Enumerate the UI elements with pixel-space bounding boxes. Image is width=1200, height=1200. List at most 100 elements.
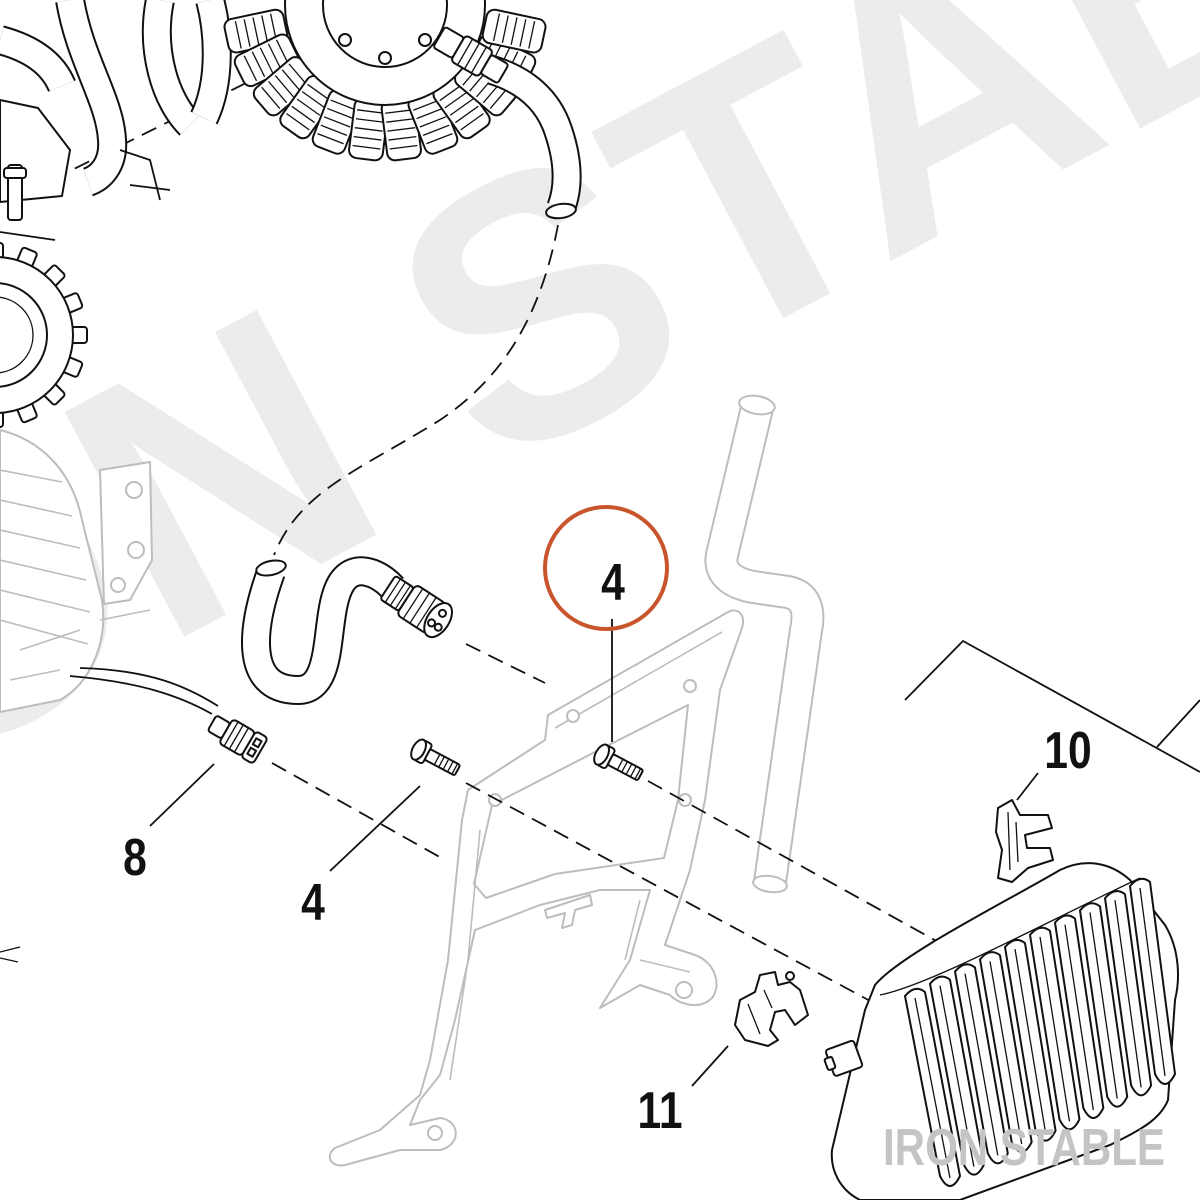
bolt-threads: [616, 758, 642, 780]
stator-coil-turn: [267, 43, 282, 70]
voltage-regulator: [823, 862, 1179, 1200]
bracket-hole: [675, 981, 693, 999]
stator-coil-turn: [388, 135, 417, 141]
stator-coil-turn: [356, 109, 385, 114]
stator-hose-lower-end: [255, 559, 287, 577]
stator-coil-turn: [353, 135, 382, 141]
stator-coil-turn: [385, 109, 414, 114]
engine-hose-fill: [57, 0, 126, 195]
mounting-bracket: [328, 394, 825, 1167]
group-bracket-line: [1156, 699, 1200, 748]
stator-coil-turn: [519, 19, 527, 47]
crankcase-cover: [99, 461, 153, 605]
stator-coil-turn: [307, 83, 331, 102]
stator-coil: [481, 8, 547, 54]
bolt-head-face: [410, 738, 427, 761]
regulator-tab-latch: [823, 1056, 837, 1071]
bracket-hole: [683, 679, 697, 693]
bracket-hole: [427, 1125, 443, 1141]
three-pin-connector: [380, 575, 453, 639]
clip-lower-body: [734, 971, 809, 1047]
gear-hub: [0, 282, 48, 388]
regulator-fin-groove: [1089, 912, 1118, 1099]
stator-coil-turn: [261, 86, 281, 109]
crankcase-detail: [9, 609, 151, 681]
connector-body-ridges: [402, 588, 437, 628]
engine-crankcase-context: [0, 429, 153, 963]
callout-clip-upper: 10: [1044, 722, 1091, 780]
stator-wire: [433, 26, 582, 220]
engine-hose-fill: [0, 27, 74, 92]
stator-coil-turn: [274, 75, 294, 98]
wire-connector-assembly: [69, 667, 268, 764]
wire-plug-pin: [251, 737, 263, 749]
wire-lead: [79, 667, 219, 707]
bolt-assembly-line: [647, 780, 941, 944]
stator-coil-turn: [296, 98, 321, 116]
bracket-hole: [566, 709, 580, 723]
wire-plug: [207, 715, 268, 764]
leader-line-10: [1016, 772, 1039, 801]
callout-clip-lower: 11: [637, 1082, 682, 1140]
bracket-hole: [678, 793, 692, 807]
engine-top-context: [0, 0, 232, 241]
regulator-fins: [904, 877, 1176, 1187]
stator-wire-lower: [241, 556, 453, 706]
regulator-fin-groove: [1039, 936, 1071, 1122]
assembly-lines: [0, 71, 941, 1003]
stator-mount-hole: [378, 51, 392, 65]
engine-pin-cap: [3, 167, 27, 179]
stator-coil-turn: [449, 98, 474, 116]
stator-coil-turn: [387, 127, 416, 132]
clip-lower-stud: [785, 971, 795, 981]
stator-coil-turn: [243, 55, 258, 82]
stator-mount-hole: [338, 33, 352, 47]
direction-arrow-icon: [0, 946, 21, 963]
regulator-fin-groove: [914, 997, 951, 1179]
stator-coil-turn: [291, 105, 315, 124]
regulator-fin-groove: [1114, 900, 1142, 1088]
regulator-fin-groove: [939, 985, 975, 1167]
bracket-window: [473, 704, 689, 899]
stator-hose-upper-fill: [487, 57, 580, 213]
connector-pin: [437, 608, 447, 618]
group-bracket-line: [904, 639, 1200, 773]
bracket-tube-fill: [706, 404, 823, 885]
wire-plug-ridges: [223, 721, 250, 753]
stator-hub: [322, 0, 448, 68]
stator-coil-turn: [460, 113, 484, 131]
highlight-circle: [543, 505, 669, 631]
stator-coil-turn: [501, 15, 509, 44]
bracket-edge-lines: [449, 631, 723, 1081]
connector-to-regulator-line: [465, 643, 546, 684]
clip-lower-detail: [747, 989, 773, 1035]
stator-coil-turn: [492, 13, 501, 42]
bolt-shank: [607, 753, 644, 781]
regulator-fin-groove: [1139, 887, 1166, 1077]
regulator-fin-groove: [1064, 924, 1094, 1111]
leader-lines: [149, 619, 1039, 1087]
bracket-tube-top-end: [738, 394, 776, 416]
stator-coil-turn: [243, 19, 251, 47]
stator-coil-turn: [528, 21, 536, 49]
crankcase-bolt: [125, 481, 143, 499]
stator-coil-turn: [301, 91, 326, 109]
stator-coil-turn: [389, 144, 418, 150]
callout-wire-connector: 8: [123, 829, 147, 887]
engine-hose-fill: [143, 0, 200, 135]
callout-bolt: 4: [301, 874, 325, 932]
stator-coil-turn: [323, 116, 351, 128]
regulator-top-edge: [879, 877, 1141, 996]
stator-coil-turn: [413, 99, 440, 111]
bracket-logo: [544, 894, 593, 929]
stator-coil-turn: [419, 116, 447, 128]
callout-bolt-circled: 4: [601, 554, 625, 612]
stator-coil-turn: [327, 107, 354, 120]
corner-watermark: IRON STABLE: [883, 1119, 1165, 1177]
stator-coil-turn: [354, 127, 383, 132]
stator-coil-turn: [352, 144, 381, 150]
regulator-fin-groove: [964, 973, 999, 1156]
clip-upper: [995, 799, 1054, 883]
bolt-shank: [424, 748, 461, 776]
engine-gear: [0, 242, 88, 428]
